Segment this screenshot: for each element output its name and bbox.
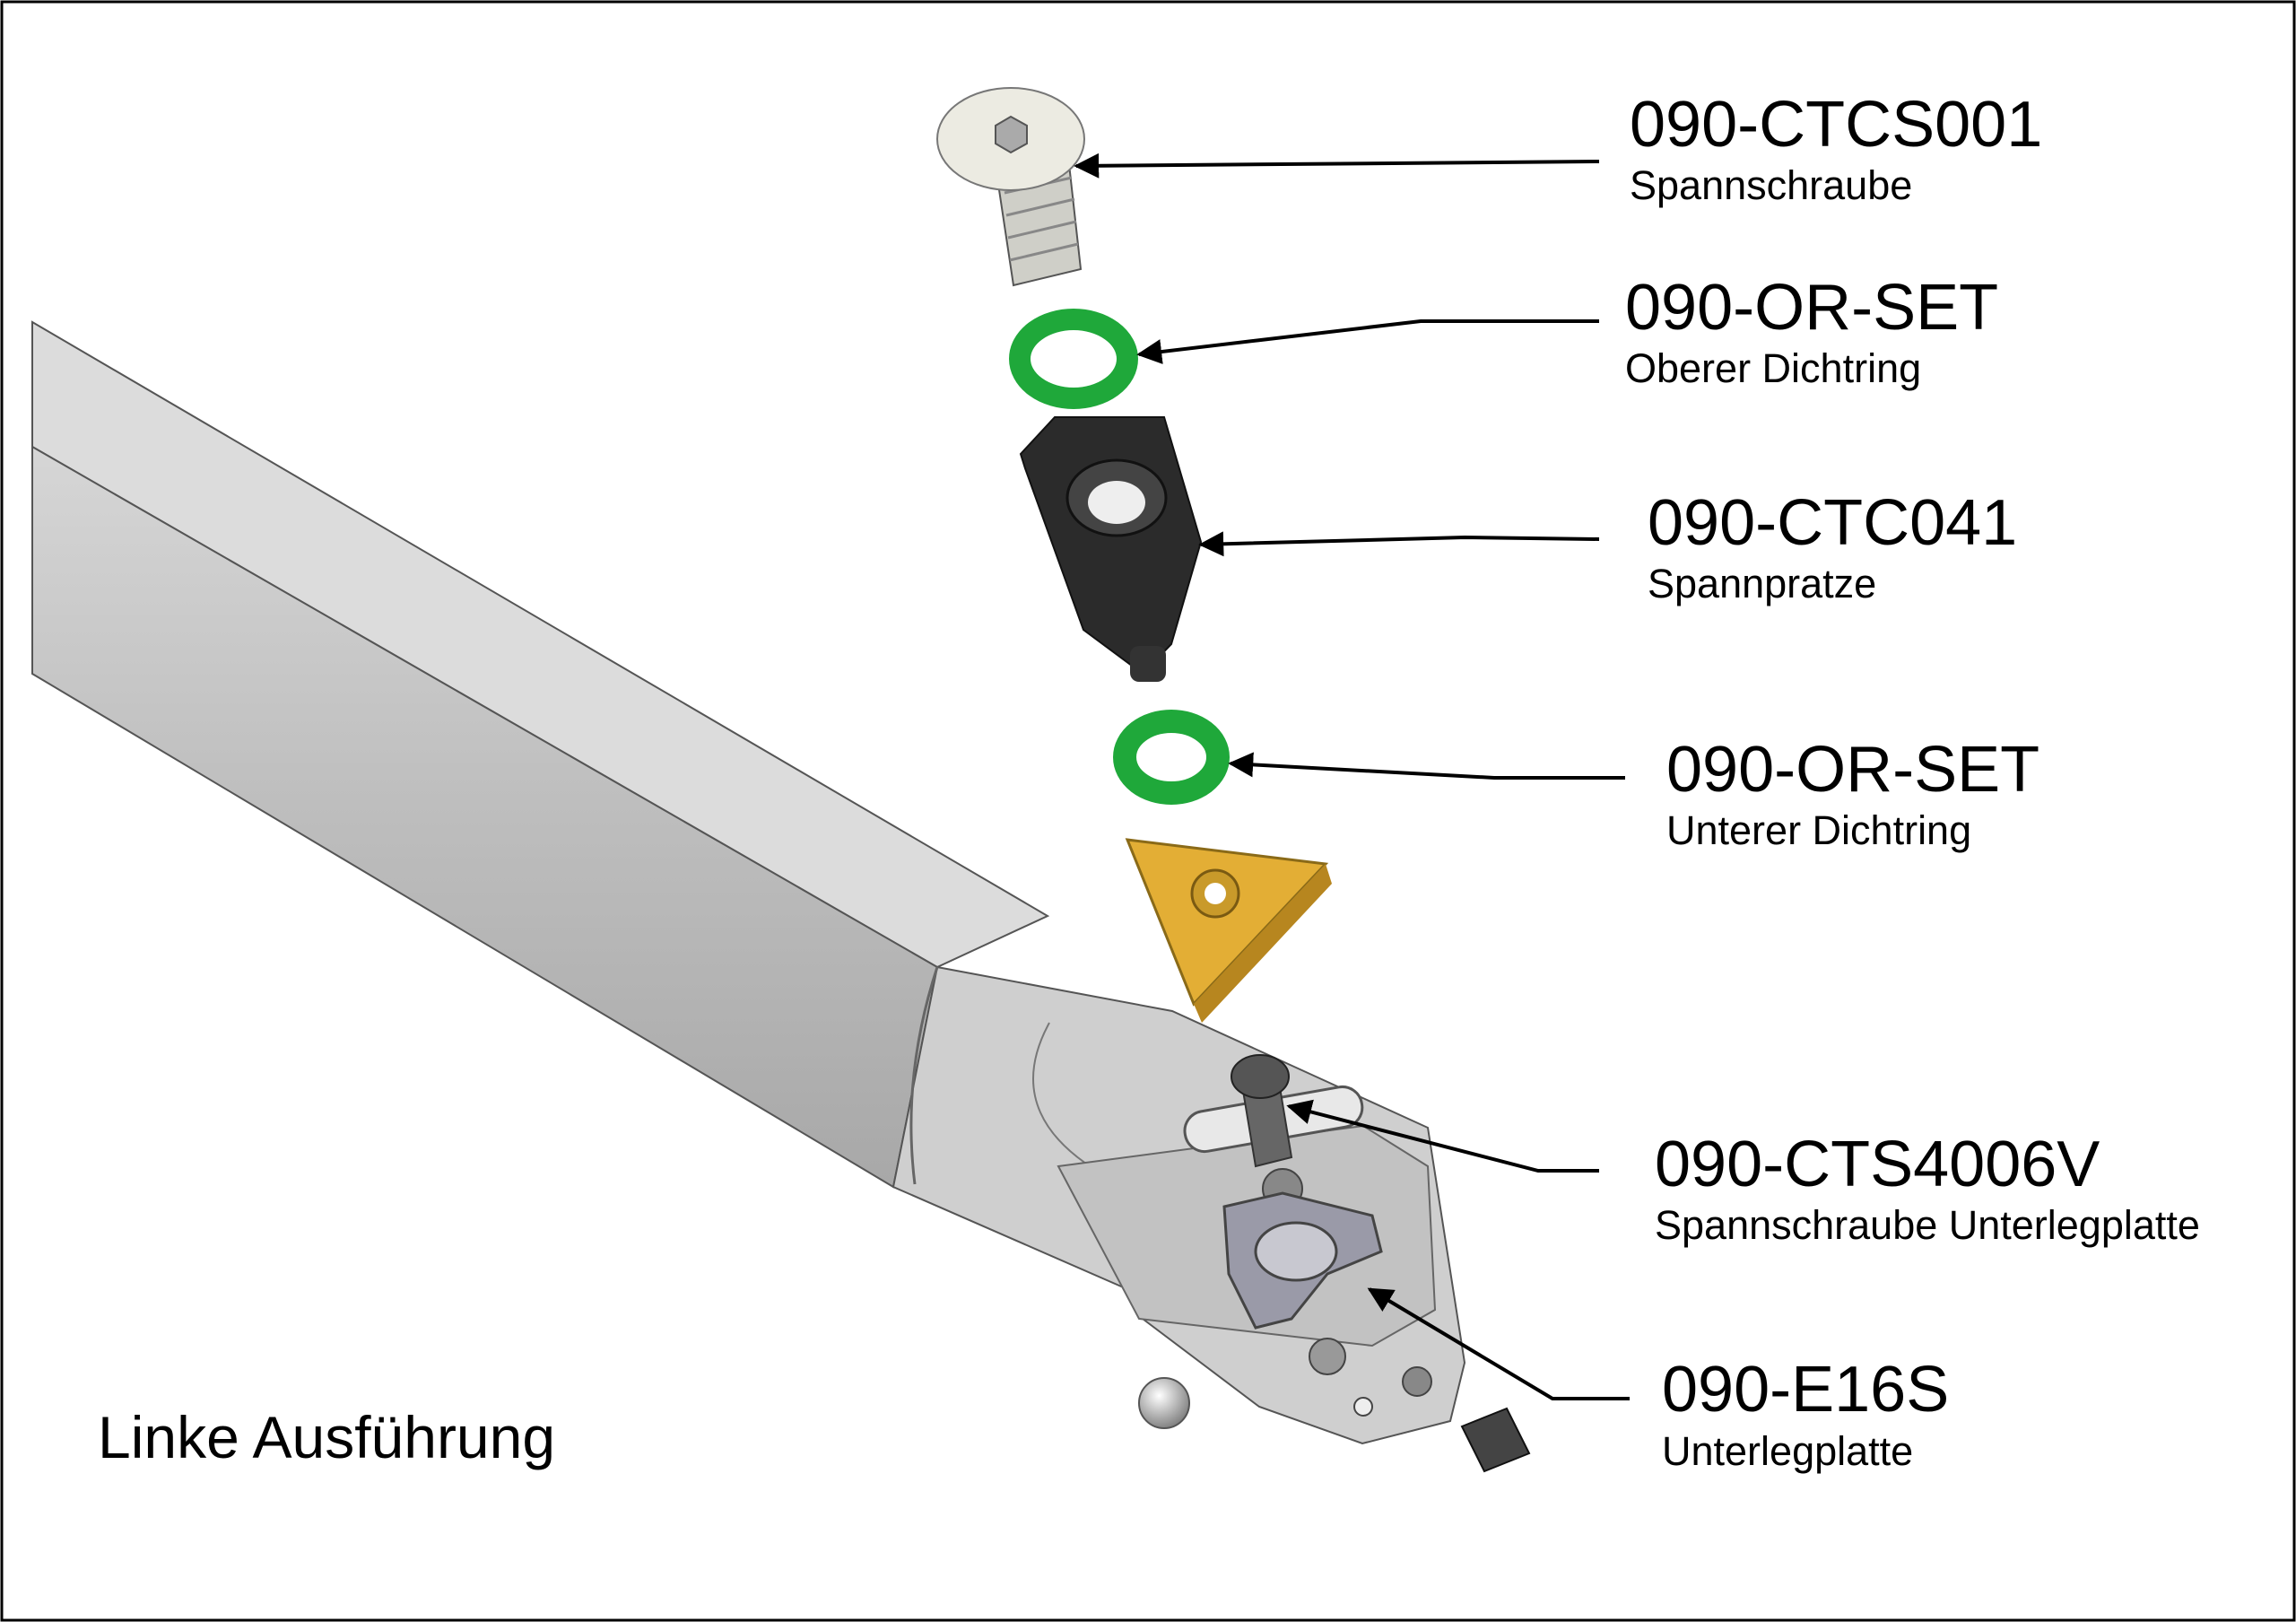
upper-o-ring: [1009, 309, 1138, 409]
part-name: Unterer Dichtring: [1666, 807, 1971, 853]
part-label-3: 090-CTC041 Spannpratze: [1648, 487, 2017, 606]
part-code: 090-OR-SET: [1666, 734, 2039, 806]
leader-line-1: [1074, 153, 1600, 179]
set-screw: [1460, 1407, 1531, 1473]
part-name: Spannpratze: [1648, 561, 1876, 606]
leader-line-2: [1136, 319, 1599, 364]
part-code: 090-E16S: [1662, 1354, 1949, 1426]
steel-ball: [1138, 1377, 1190, 1429]
leader-line-6: [1367, 1287, 1630, 1400]
part-code: 090-CTS4006V: [1655, 1129, 2100, 1200]
shim-screw-part: [1231, 1054, 1293, 1168]
variant-title: Linke Ausführung: [98, 1404, 555, 1470]
part-code: 090-CTC041: [1648, 487, 2017, 559]
part-name: Spannschraube: [1630, 162, 1912, 208]
clamp-screw-part: [936, 87, 1085, 287]
part-label-5: 090-CTS4006V Spannschraube Unterlegplatt…: [1655, 1129, 2200, 1248]
part-label-4: 090-OR-SET Unterer Dichtring: [1666, 734, 2039, 853]
part-label-6: 090-E16S Unterlegplatte: [1662, 1354, 1949, 1474]
shim-plate-part: [1222, 1191, 1383, 1330]
leader-line-5: [1286, 1099, 1599, 1173]
part-name: Unterlegplatte: [1662, 1428, 1913, 1474]
part-code: 090-CTCS001: [1630, 89, 2042, 161]
part-name: Spannschraube Unterlegplatte: [1655, 1202, 2200, 1248]
part-label-1: 090-CTCS001 Spannschraube: [1630, 89, 2042, 208]
part-code: 090-OR-SET: [1625, 272, 1998, 344]
clamp-part: [1019, 416, 1203, 682]
part-name: Oberer Dichtring: [1625, 345, 1921, 391]
part-label-2: 090-OR-SET Oberer Dichtring: [1625, 272, 1998, 391]
leader-line-3: [1198, 531, 1600, 557]
leader-line-4: [1228, 752, 1625, 780]
cutting-insert: [1125, 838, 1332, 1023]
lower-o-ring: [1113, 710, 1230, 805]
